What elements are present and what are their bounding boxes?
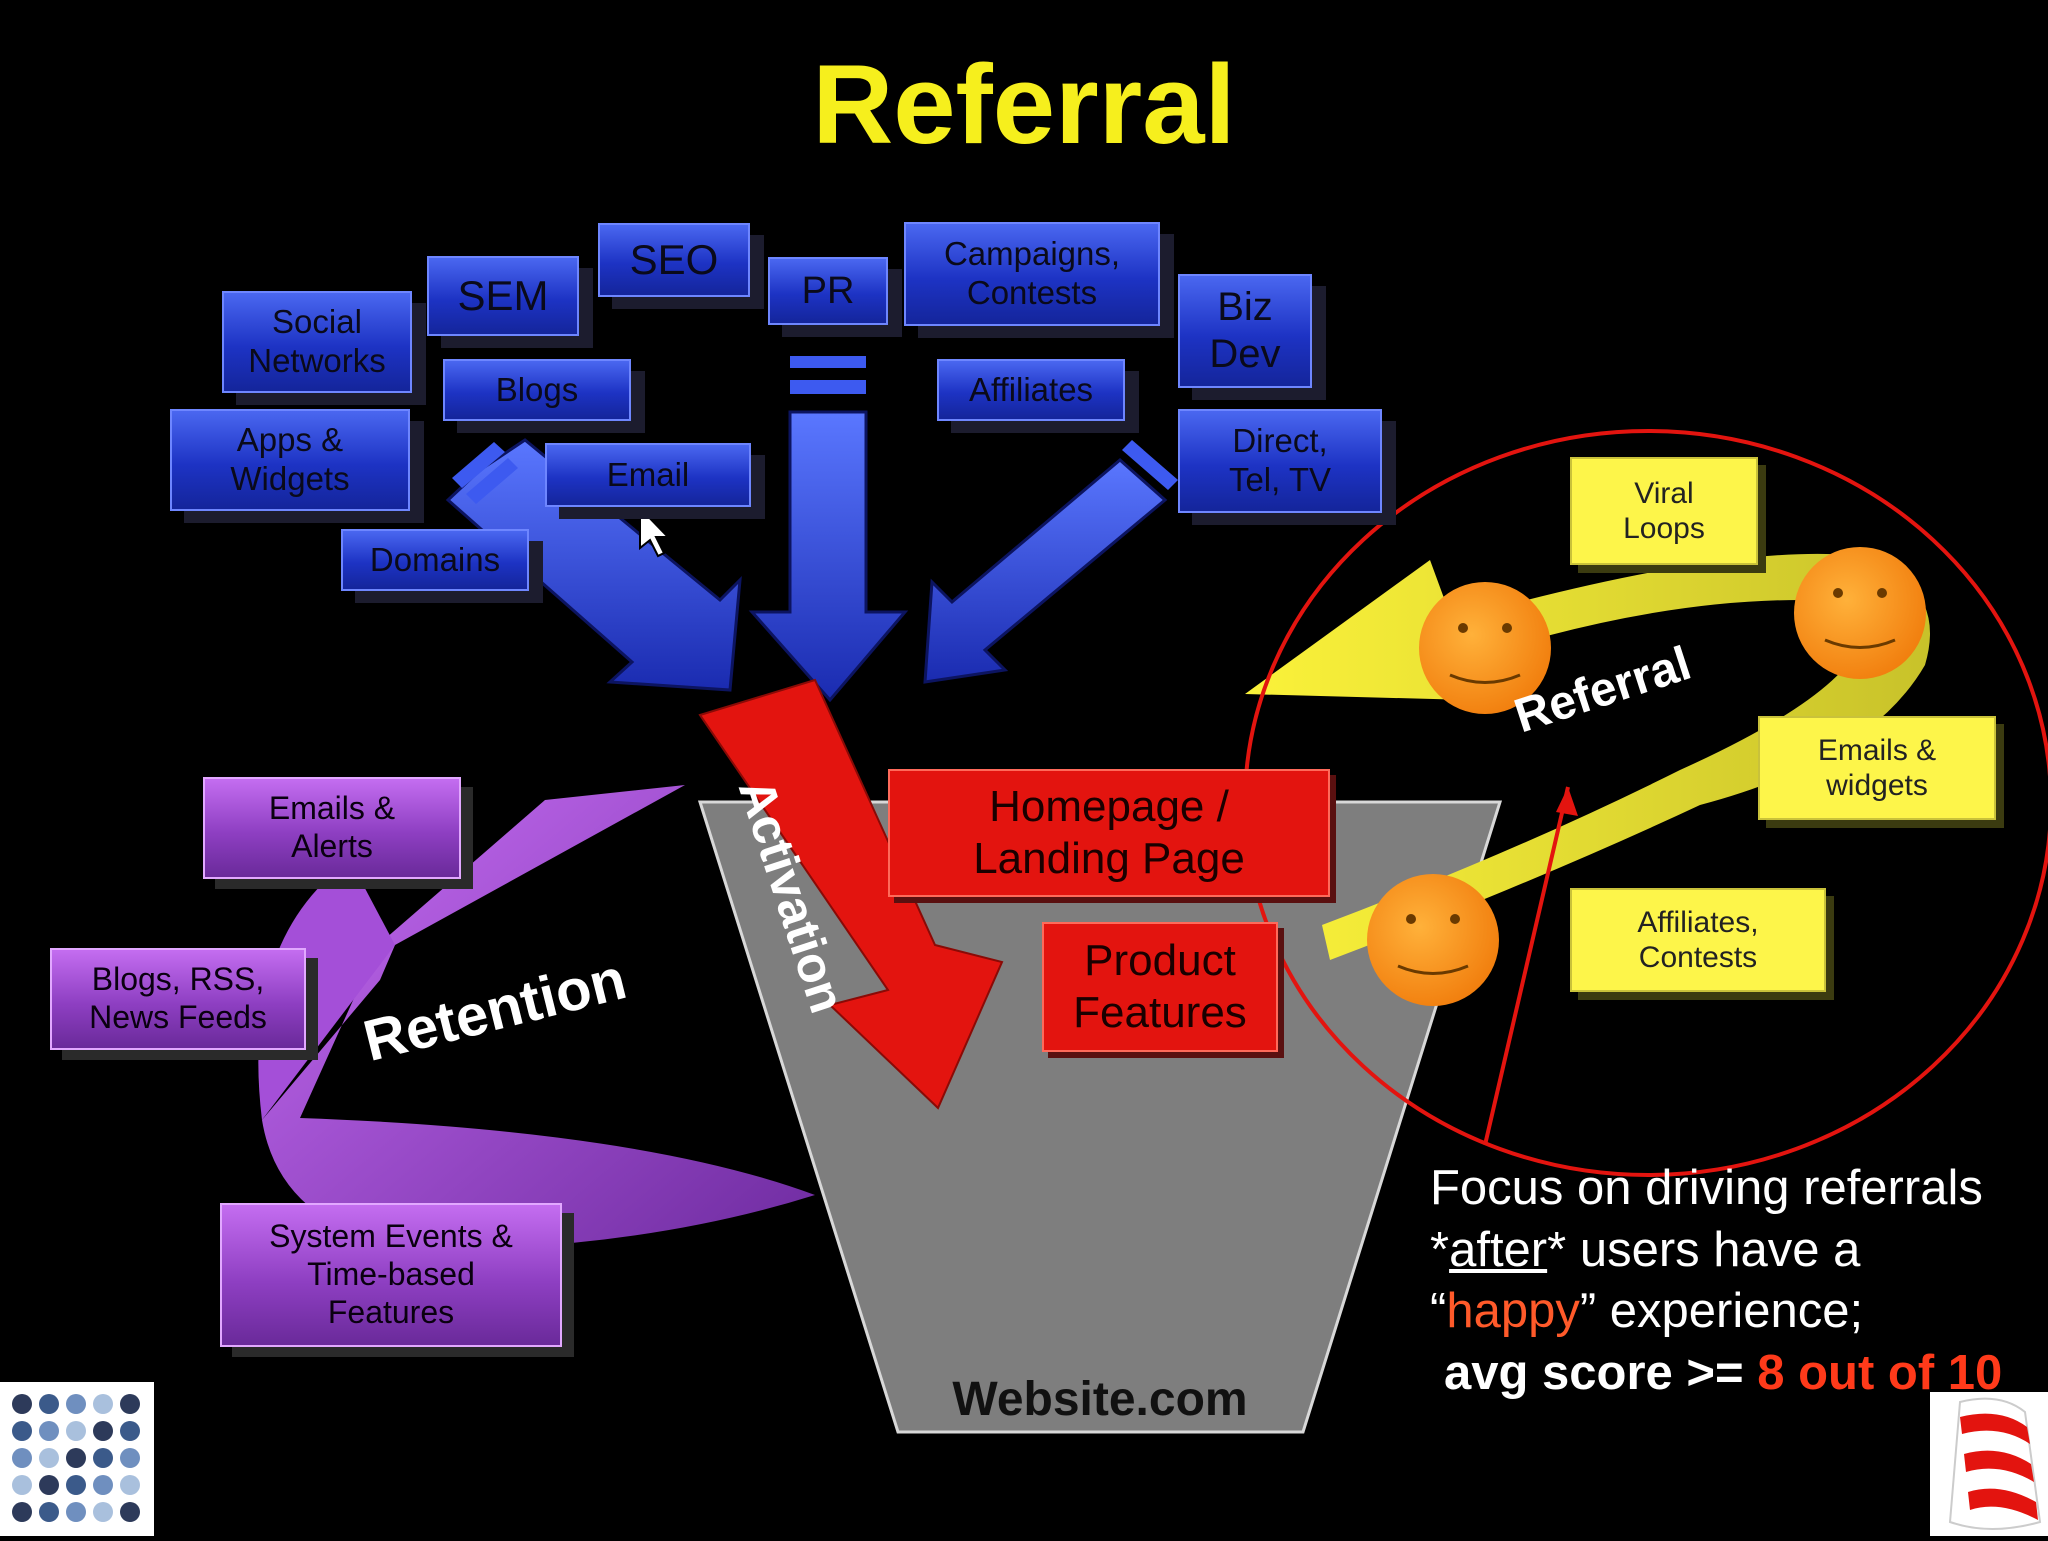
logo-dot <box>93 1475 113 1495</box>
referral-emails-widgets: Emails & widgets <box>1758 716 1996 820</box>
channel-blogs: Blogs <box>443 359 631 421</box>
score-prefix: avg score >= <box>1444 1346 1758 1401</box>
logo-dot <box>93 1502 113 1522</box>
channel-biz-dev: Biz Dev <box>1178 274 1312 388</box>
dot-grid-logo <box>0 1382 154 1536</box>
channel-affiliates: Affiliates <box>937 359 1125 421</box>
logo-dot <box>39 1421 59 1441</box>
channel-campaigns-contests: Campaigns, Contests <box>904 222 1160 326</box>
channel-pr: PR <box>768 257 888 325</box>
retention-blogs-rss: Blogs, RSS, News Feeds <box>50 948 306 1050</box>
slide-title: Referral <box>812 42 1236 167</box>
focus-note: Focus on driving referrals *after* users… <box>1430 1158 2030 1405</box>
logo-dot <box>120 1421 140 1441</box>
logo-dot <box>39 1475 59 1495</box>
retention-emails-alerts: Emails & Alerts <box>203 777 461 879</box>
focus-line-3: “happy” experience; <box>1430 1281 2030 1343</box>
focus-line-1: Focus on driving referrals <box>1430 1161 1983 1215</box>
focus-pointer-line <box>1483 786 1570 1146</box>
focus-line-4: avg score >= 8 out of 10 <box>1430 1343 2030 1405</box>
retention-system-events: System Events & Time-based Features <box>220 1203 562 1347</box>
referral-viral-loops: Viral Loops <box>1570 457 1758 565</box>
channel-domains: Domains <box>341 529 529 591</box>
referral-ribbon <box>1245 553 1930 960</box>
logo-dot <box>120 1448 140 1468</box>
channel-seo: SEO <box>598 223 750 297</box>
quote-open: “ <box>1430 1284 1447 1339</box>
logo-dot <box>93 1448 113 1468</box>
dot-grid-logo-graphic <box>12 1394 140 1522</box>
after-word: after <box>1449 1222 1548 1277</box>
logo-dot <box>93 1421 113 1441</box>
score-value: 8 out of 10 <box>1757 1346 2003 1401</box>
logo-dot <box>12 1421 32 1441</box>
homepage-landing-page: Homepage / Landing Page <box>888 769 1330 897</box>
logo-dot <box>66 1421 86 1441</box>
product-features: Product Features <box>1042 922 1278 1052</box>
activation-arrow <box>698 678 1004 1110</box>
channel-social-networks: Social Networks <box>222 291 412 393</box>
logo-dot <box>66 1502 86 1522</box>
striped-hat-logo <box>1930 1392 2048 1536</box>
focus-line-2: *after* users have a <box>1430 1220 2030 1282</box>
channel-apps-widgets: Apps & Widgets <box>170 409 410 511</box>
logo-dot <box>39 1394 59 1414</box>
website-label: Website.com <box>952 1373 1248 1426</box>
channel-email: Email <box>545 443 751 507</box>
logo-dot <box>120 1475 140 1495</box>
experience-text: ” experience; <box>1579 1284 1864 1339</box>
logo-dot <box>120 1502 140 1522</box>
after-prefix: * <box>1430 1222 1450 1277</box>
striped-hat-graphic <box>1948 1397 2042 1530</box>
retention-arrow <box>262 785 815 1250</box>
logo-dot <box>12 1394 32 1414</box>
logo-dot <box>120 1394 140 1414</box>
logo-dot <box>12 1448 32 1468</box>
logo-dot <box>66 1448 86 1468</box>
happy-face-bottom <box>1367 874 1499 1006</box>
referral-affiliates-contests: Affiliates, Contests <box>1570 888 1826 992</box>
logo-dot <box>12 1475 32 1495</box>
cursor-icon <box>639 505 671 558</box>
happy-face-top-right <box>1794 547 1926 679</box>
channel-direct-tel-tv: Direct, Tel, TV <box>1178 409 1382 513</box>
logo-dot <box>39 1502 59 1522</box>
logo-dot <box>66 1394 86 1414</box>
channel-sem: SEM <box>427 256 579 336</box>
acquisition-arrows <box>445 356 1178 703</box>
logo-dot <box>39 1448 59 1468</box>
logo-dot <box>12 1502 32 1522</box>
happy-word: happy <box>1446 1284 1580 1339</box>
logo-dot <box>66 1475 86 1495</box>
logo-dot <box>93 1394 113 1414</box>
happy-face-top-left <box>1419 582 1551 714</box>
after-suffix: * users have a <box>1547 1222 1861 1277</box>
